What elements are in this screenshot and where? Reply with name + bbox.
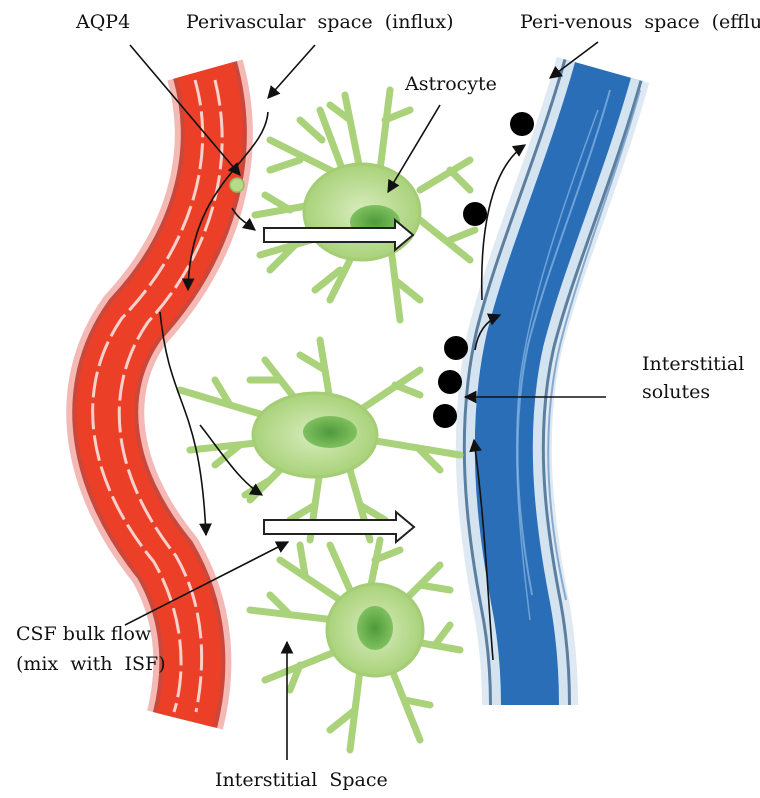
label-interstitial-solutes-line2: solutes bbox=[642, 380, 710, 404]
label-csf-bulk-flow-line1: CSF bulk flow bbox=[16, 622, 151, 646]
label-aqp4: AQP4 bbox=[76, 10, 130, 34]
vein bbox=[504, 70, 640, 705]
astrocyte-nucleus bbox=[357, 606, 393, 650]
solute-dot bbox=[444, 336, 468, 360]
solute-dot bbox=[510, 112, 534, 136]
label-perivenous-space: Peri-venous space (efflux) bbox=[520, 10, 760, 34]
astrocyte-nucleus bbox=[303, 416, 357, 448]
solute-dot bbox=[438, 370, 462, 394]
solute-dot bbox=[463, 202, 487, 226]
label-perivascular-space: Perivascular space (influx) bbox=[186, 10, 453, 34]
label-astrocyte: Astrocyte bbox=[405, 72, 497, 96]
label-interstitial-solutes-line1: Interstitial bbox=[642, 352, 744, 376]
label-interstitial-space: Interstitial Space bbox=[215, 768, 388, 792]
solute-dot bbox=[433, 404, 457, 428]
label-csf-bulk-flow-line2: (mix with ISF) bbox=[16, 652, 166, 676]
flow-arrow bbox=[264, 512, 414, 542]
aqp4-marker bbox=[230, 178, 244, 192]
